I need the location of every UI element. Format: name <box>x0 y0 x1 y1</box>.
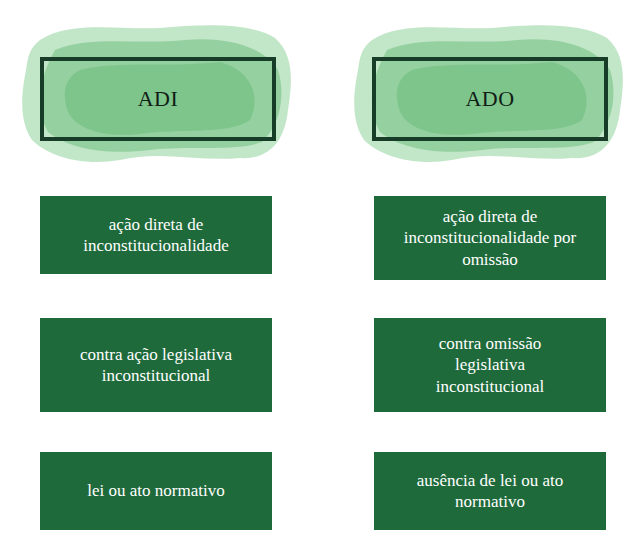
watercolor-blob <box>354 25 623 162</box>
title-box: ADI <box>40 57 276 141</box>
box-label: contra ação legislativa inconstitucional <box>40 338 272 393</box>
box-label: ADO <box>453 80 526 118</box>
box-label: lei ou ato normativo <box>75 474 236 507</box>
definition-box: ausência de lei ou ato normativo <box>374 452 606 530</box>
definition-box: lei ou ato normativo <box>40 452 272 530</box>
box-label: contra omissão legislativa inconstitucio… <box>398 327 582 403</box>
definition-box: ação direta de inconstitucionalidade <box>40 196 272 274</box>
definition-box: contra ação legislativa inconstitucional <box>40 318 272 412</box>
box-label: ação direta de inconstitucionalidade <box>44 208 268 263</box>
title-box: ADO <box>372 57 608 141</box>
definition-box: ação direta de inconstitucionalidade por… <box>374 196 606 280</box>
box-label: ADI <box>126 80 191 118</box>
watercolor-blob <box>22 25 291 162</box>
definition-box: contra omissão legislativa inconstitucio… <box>374 318 606 412</box>
box-label: ausência de lei ou ato normativo <box>393 464 587 519</box>
box-label: ação direta de inconstitucionalidade por… <box>378 200 602 276</box>
